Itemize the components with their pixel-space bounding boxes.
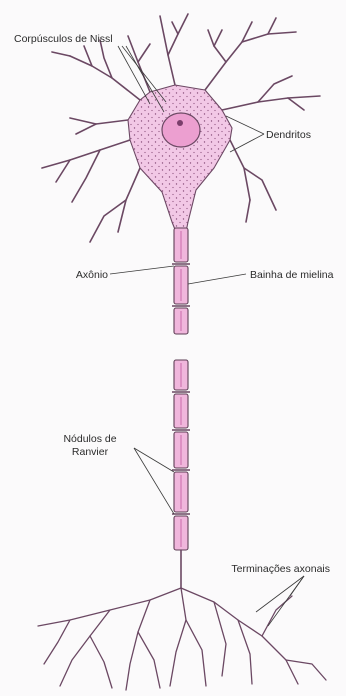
label-nodes-of-ranvier-line1: Nódulos de bbox=[63, 433, 116, 445]
label-nodes-of-ranvier-line2: Ranvier bbox=[72, 446, 109, 458]
label-nissl-bodies: Corpúsculos de Nissl bbox=[14, 33, 113, 45]
axon-lower bbox=[172, 360, 190, 588]
label-axon-terminals: Terminações axonais bbox=[231, 563, 330, 575]
nucleus bbox=[162, 113, 200, 147]
cell-body bbox=[128, 85, 232, 232]
label-axon: Axônio bbox=[76, 269, 108, 281]
label-dendrites: Dendritos bbox=[266, 129, 311, 141]
nucleolus bbox=[177, 120, 183, 126]
axon-upper bbox=[172, 228, 190, 334]
axon-terminals bbox=[38, 588, 326, 690]
label-myelin-sheath: Bainha de mielina bbox=[250, 269, 334, 281]
